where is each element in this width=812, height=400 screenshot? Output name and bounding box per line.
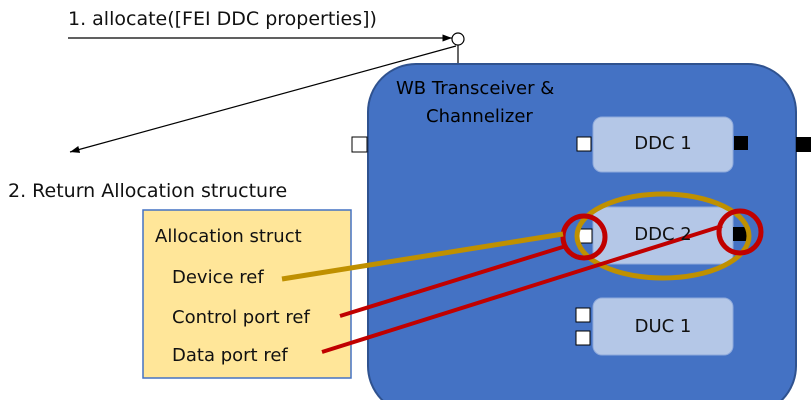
ddc1-data-port[interactable] (734, 136, 748, 150)
ddc1-label: DDC 1 (634, 133, 692, 154)
allocation-struct-title: Allocation struct (155, 226, 302, 247)
return-arrow (69, 45, 457, 153)
device-port-left[interactable] (351, 136, 368, 153)
data-port-ref-line (321, 224, 723, 354)
device-ref-label: Device ref (172, 267, 264, 288)
device-ref-line (281, 231, 564, 282)
duc1-label: DUC 1 (634, 316, 692, 337)
return-label: 2. Return Allocation structure (8, 180, 288, 202)
control-port-highlight (560, 213, 608, 261)
duc1-component[interactable] (592, 297, 734, 356)
data-port-ref-label: Data port ref (172, 345, 288, 366)
device-port-right[interactable] (796, 137, 811, 152)
device-title-line1: WB Transceiver & (396, 78, 555, 99)
ddc1-component[interactable] (592, 116, 734, 173)
ddc1-control-port[interactable] (576, 136, 592, 152)
control-port-ref-label: Control port ref (172, 307, 310, 328)
allocate-interface-circle[interactable] (451, 32, 465, 46)
duc1-port-bottom[interactable] (575, 330, 591, 346)
device-title-line2: Channelizer (426, 106, 533, 127)
duc1-port-top[interactable] (575, 307, 591, 323)
allocation-struct-box (142, 209, 352, 379)
ddc2-label: DDC 2 (634, 224, 692, 245)
ddc2-highlight-ellipse (574, 191, 752, 281)
control-port-ref-line (339, 244, 567, 318)
allocate-label: 1. allocate([FEI DDC properties]) (68, 8, 377, 30)
ddc2-control-port[interactable] (577, 228, 593, 244)
data-port-highlight (716, 208, 764, 256)
ddc2-data-port[interactable] (733, 227, 747, 241)
